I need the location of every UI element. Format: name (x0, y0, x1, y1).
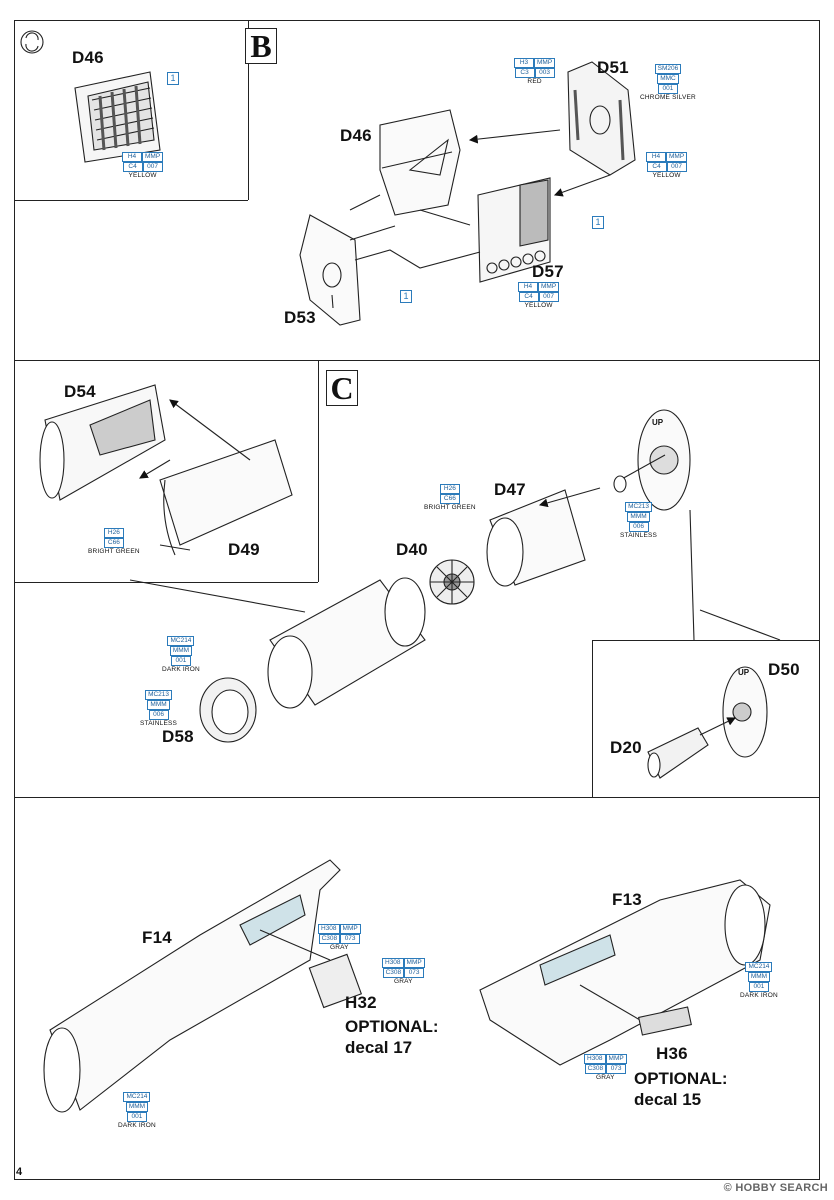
up-mark-upper: UP (652, 418, 664, 427)
part-d46-inset-drawing (74, 71, 161, 163)
color-callout-bright-green-d40: H26 C66 BRIGHT GREEN (424, 484, 476, 511)
inset-c-border-v (318, 360, 319, 582)
color-callout-chrome-silver: SM206 MMC 001 CHROME SILVER (640, 64, 696, 101)
ref-box-1-d53: 1 (400, 290, 412, 303)
part-label-h32: H32 (345, 993, 377, 1012)
section-divider-c-f (14, 797, 820, 798)
color-callout-dark-iron-f14: MC214 MMM 001 DARK IRON (118, 1092, 156, 1129)
part-d54-d49-drawing (39, 384, 293, 556)
inset-b-border-h (14, 200, 248, 201)
part-label-d54: D54 (64, 382, 96, 401)
part-label-d50: D50 (768, 660, 800, 679)
color-callout-dark-iron-d58: MC214 MMM 001 DARK IRON (162, 636, 200, 673)
part-label-h36: H36 (656, 1044, 688, 1063)
part-label-d51: D51 (597, 58, 629, 77)
optional-note-h36: OPTIONAL: decal 15 (634, 1068, 728, 1110)
part-d50-drawing (647, 666, 768, 779)
part-label-f13: F13 (612, 890, 642, 909)
part-f13-drawing (479, 879, 771, 1066)
optional-title-h36: OPTIONAL: (634, 1069, 728, 1088)
part-label-d40: D40 (396, 540, 428, 559)
part-d40-drawing (429, 559, 475, 605)
page-number: 4 (16, 1166, 23, 1178)
page-frame (14, 20, 820, 1180)
part-d53-drawing (299, 214, 361, 326)
part-label-d47: D47 (494, 480, 526, 499)
section-divider-b-c (14, 360, 820, 361)
color-callout-stainless-d50: MC213 MMM 006 STAINLESS (620, 502, 658, 539)
part-f14-drawing (43, 859, 363, 1113)
part-d47-drawing (486, 489, 586, 587)
part-label-d46-inset: D46 (72, 48, 104, 67)
part-label-d57: D57 (532, 262, 564, 281)
ref-box-1-inset: 1 (167, 72, 179, 85)
part-d57-drawing (477, 177, 551, 283)
optional-decal-h36: decal 15 (634, 1090, 702, 1109)
optional-title-h32: OPTIONAL: (345, 1017, 439, 1036)
part-label-d49: D49 (228, 540, 260, 559)
inset-d50-border-h (592, 640, 820, 641)
color-callout-dark-iron-f13: MC214 MMM 001 DARK IRON (740, 962, 778, 999)
rotate-icon (20, 30, 44, 54)
part-label-f14: F14 (142, 928, 172, 947)
step-b-marker: B (245, 28, 277, 64)
part-label-d20: D20 (610, 738, 642, 757)
optional-decal-h32: decal 17 (345, 1038, 413, 1057)
watermark: © HOBBY SEARCH (723, 1182, 828, 1194)
optional-note-h32: OPTIONAL: decal 17 (345, 1016, 439, 1058)
part-label-d46: D46 (340, 126, 372, 145)
part-d51-drawing (567, 61, 636, 176)
up-mark-lower: UP (738, 668, 750, 677)
color-callout-stainless-d58: MC213 MMM 006 STAINLESS (140, 690, 178, 727)
part-label-d53: D53 (284, 308, 316, 327)
step-c-marker: C (326, 370, 358, 406)
part-d46-drawing (379, 109, 461, 216)
part-d50-upper-drawing (613, 409, 691, 511)
ref-box-1-d57: 1 (592, 216, 604, 229)
inset-d50-border-v (592, 640, 593, 797)
part-d58-drawing (199, 677, 257, 743)
inset-c-border-h (14, 582, 318, 583)
part-d49-tube-drawing (267, 577, 426, 709)
color-callout-bright-green-inset: H26 C66 BRIGHT GREEN (88, 528, 140, 555)
part-label-d58: D58 (162, 727, 194, 746)
inset-b-border-v (248, 20, 249, 200)
